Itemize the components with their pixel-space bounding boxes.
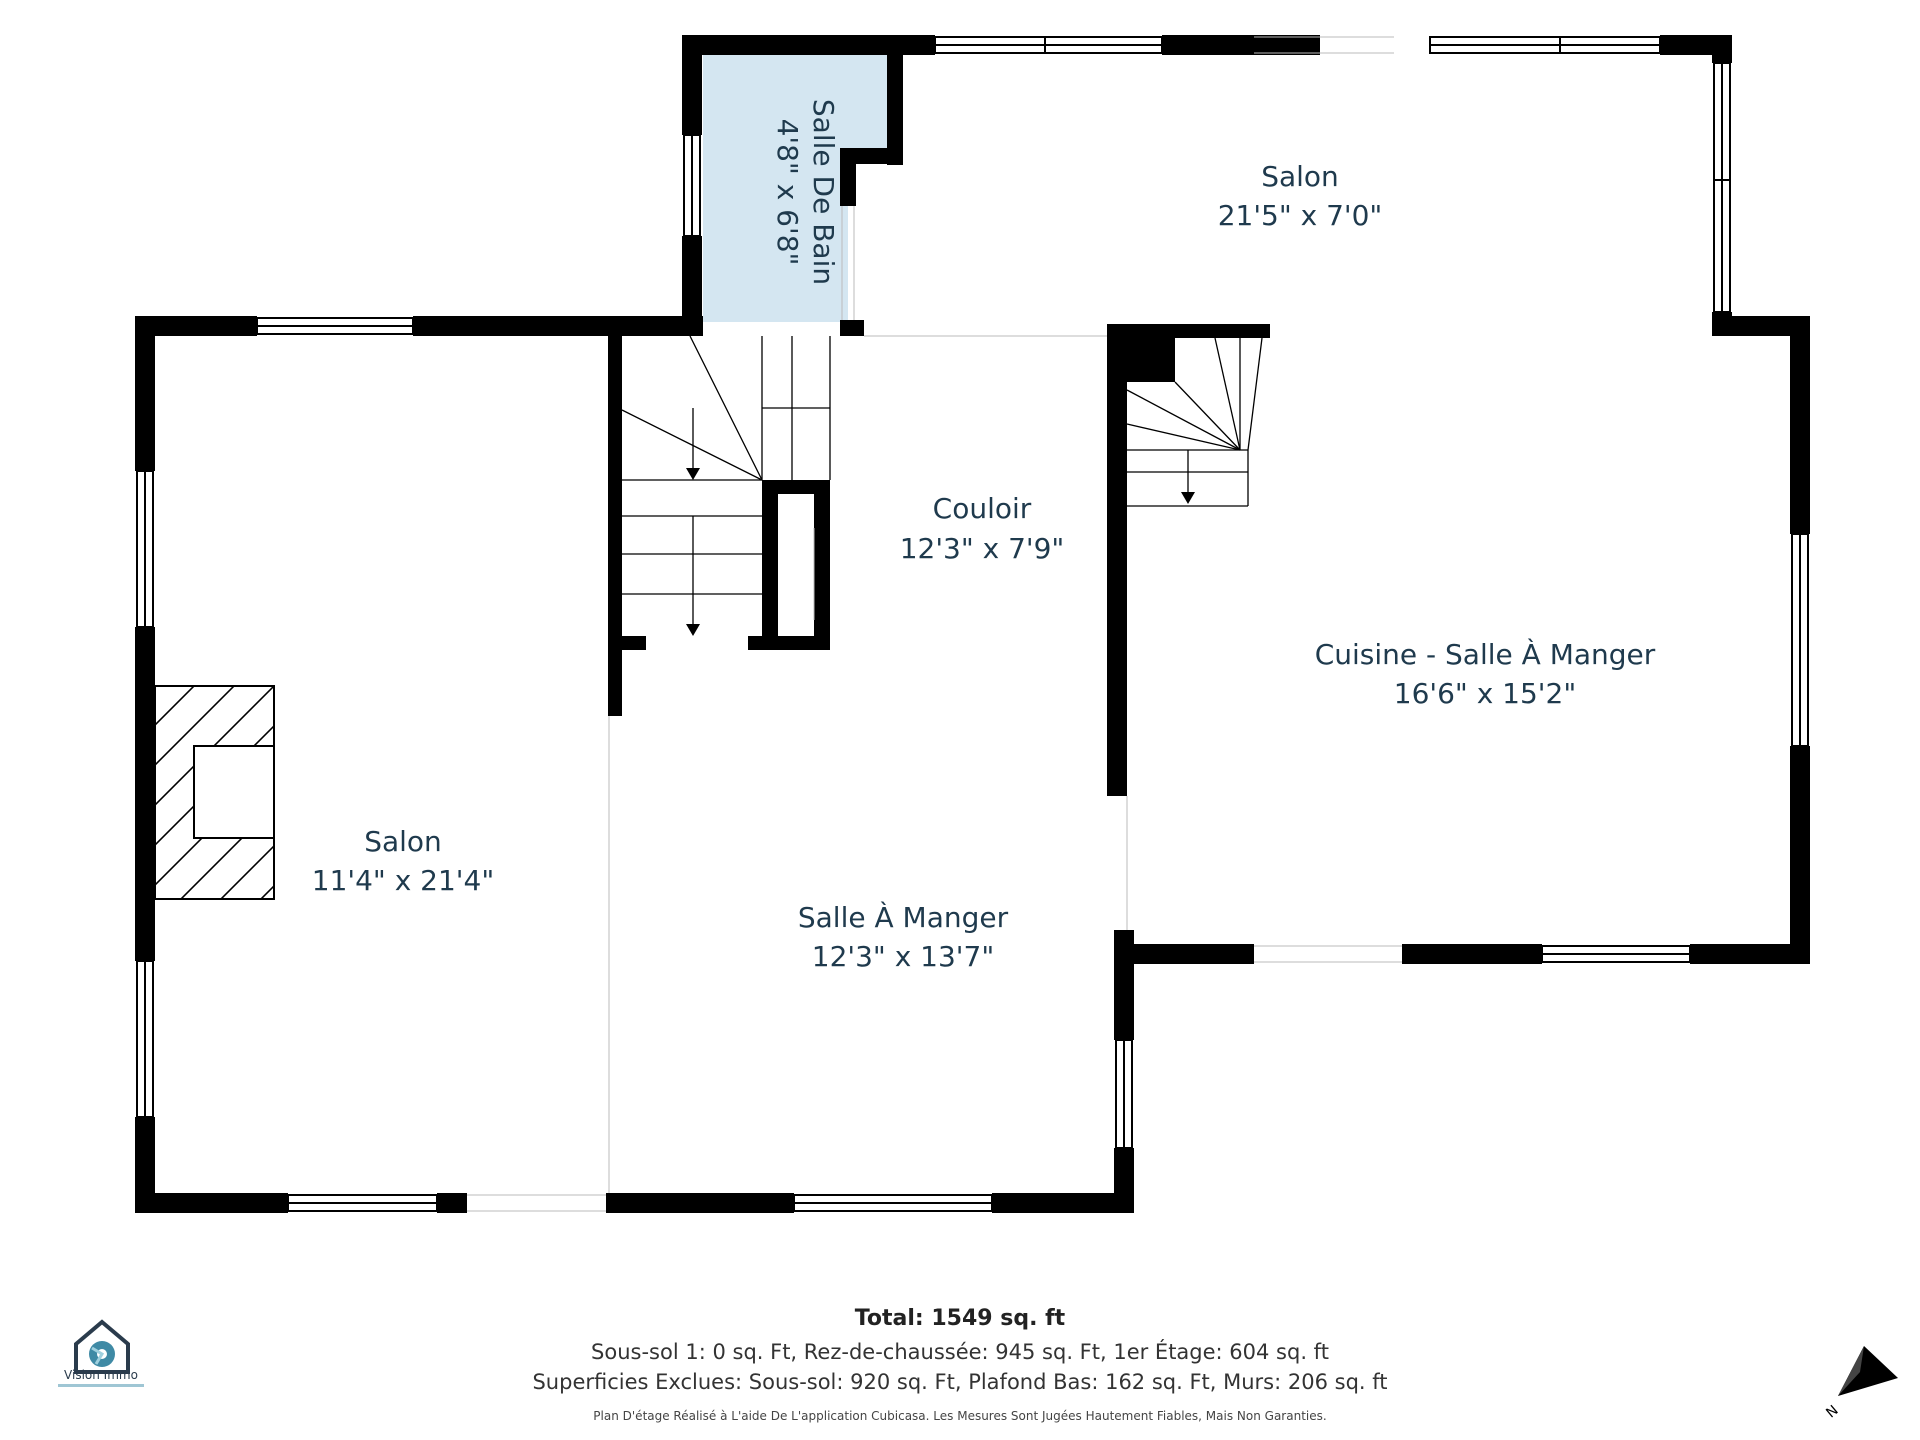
fireplace	[154, 685, 275, 900]
room-dining-dims: 12'3" x 13'7"	[812, 940, 994, 973]
north-arrow-icon: N	[1823, 1346, 1898, 1421]
room-cuisine-name: Cuisine - Salle À Manger	[1315, 637, 1656, 671]
room-bathroom-label: Salle De Bain 4'8" x 6'8"	[771, 99, 840, 285]
staircase-right	[1126, 337, 1263, 507]
disclaimer: Plan D'étage Réalisé à L'aide De L'appli…	[593, 1409, 1327, 1423]
stair-arrow-right	[1181, 492, 1195, 504]
room-couloir-name: Couloir	[933, 492, 1032, 525]
room-dining-name: Salle À Manger	[798, 900, 1009, 934]
room-cuisine-dims: 16'6" x 15'2"	[1394, 677, 1576, 710]
room-dimensions: 4'8" x 6'8"	[771, 119, 804, 266]
room-couloir-dims: 12'3" x 7'9"	[900, 532, 1065, 565]
room-salon-top-dims: 21'5" x 7'0"	[1218, 199, 1383, 232]
total-area: Total: 1549 sq. ft	[854, 1306, 1066, 1331]
room-salon-top-name: Salon	[1261, 160, 1339, 193]
room-salon-left-dims: 11'4" x 21'4"	[312, 864, 494, 897]
walls	[135, 35, 1810, 1213]
excluded-areas: Superficies Exclues: Sous-sol: 920 sq. F…	[532, 1370, 1388, 1394]
logo-name: Vision Immo	[64, 1368, 138, 1382]
floor-areas: Sous-sol 1: 0 sq. Ft, Rez-de-chaussée: 9…	[591, 1340, 1329, 1364]
stair-arrows-left	[686, 468, 700, 636]
room-salon-left-name: Salon	[364, 825, 442, 858]
compass-label: N	[1823, 1402, 1841, 1421]
logo-tagline-bar	[58, 1384, 144, 1387]
vision-immo-logo	[74, 1319, 130, 1374]
openings	[467, 36, 1402, 1212]
windows	[136, 36, 1809, 1212]
room-name: Salle De Bain	[807, 99, 840, 285]
bathroom-floor	[703, 55, 887, 322]
staircase-left	[621, 335, 831, 626]
